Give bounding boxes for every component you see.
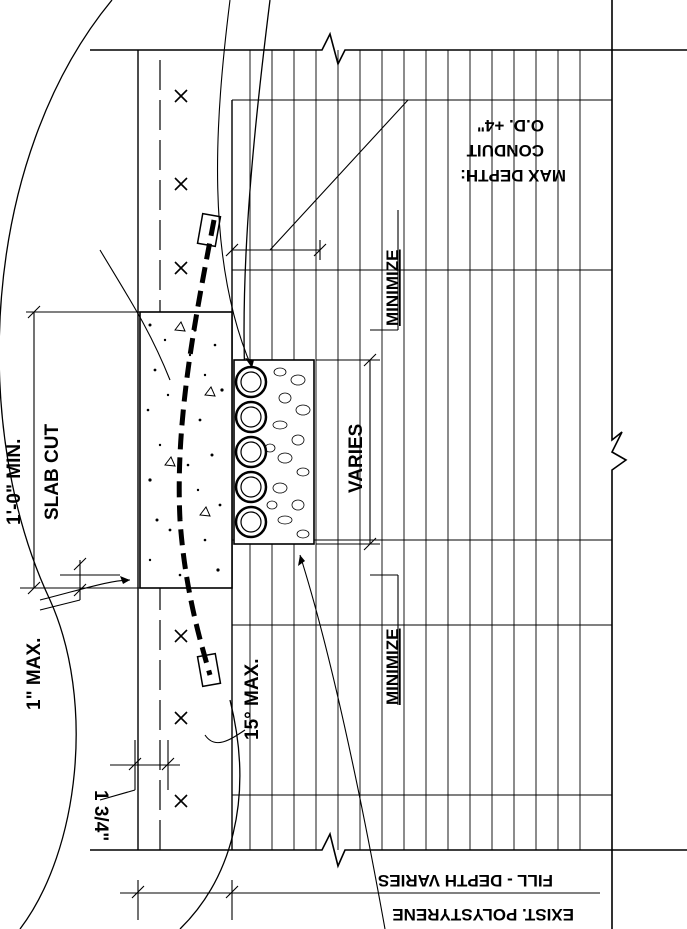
slab-cut-label-line1: 1'-0" MIN. (4, 439, 25, 525)
max-depth-line1: MAX DEPTH: (460, 166, 566, 185)
dimension-lines (20, 210, 600, 920)
x-marks (174, 89, 188, 808)
arrowheads (120, 358, 305, 584)
labels: 1'-0" MIN. SLAB CUT 1" MAX. 1 3/4" 15° M… (4, 116, 574, 924)
break-lines (90, 0, 687, 929)
minimize-top-label: MINIMIZE (383, 250, 402, 327)
varies-label: VARIES (346, 424, 367, 493)
concrete-patch (139, 311, 233, 589)
conduit (234, 470, 268, 504)
fifteen-degree-label: 15° MAX. (242, 658, 263, 740)
fill-depth-label: FILL - DEPTH VARIES (378, 871, 553, 890)
one-three-quarter-label: 1 3/4" (90, 790, 111, 841)
conduits (234, 365, 268, 539)
conduit (234, 435, 268, 469)
dowel-dashed-line (176, 219, 217, 676)
conduit (234, 400, 268, 434)
conduit (234, 365, 268, 399)
polystyrene-grid (232, 50, 612, 850)
conduit (234, 505, 268, 539)
slab-cut-label-line2: SLAB CUT (42, 424, 63, 520)
polystyrene-label: EXIST. POLYSTYRENE (392, 905, 574, 924)
minimize-bottom-label: MINIMIZE (383, 629, 402, 706)
one-inch-max-label: 1" MAX. (24, 638, 45, 710)
max-depth-line3: O.D. +4" (477, 116, 544, 135)
leader-lines (39, 0, 570, 929)
max-depth-line2: CONDUIT (466, 141, 544, 160)
